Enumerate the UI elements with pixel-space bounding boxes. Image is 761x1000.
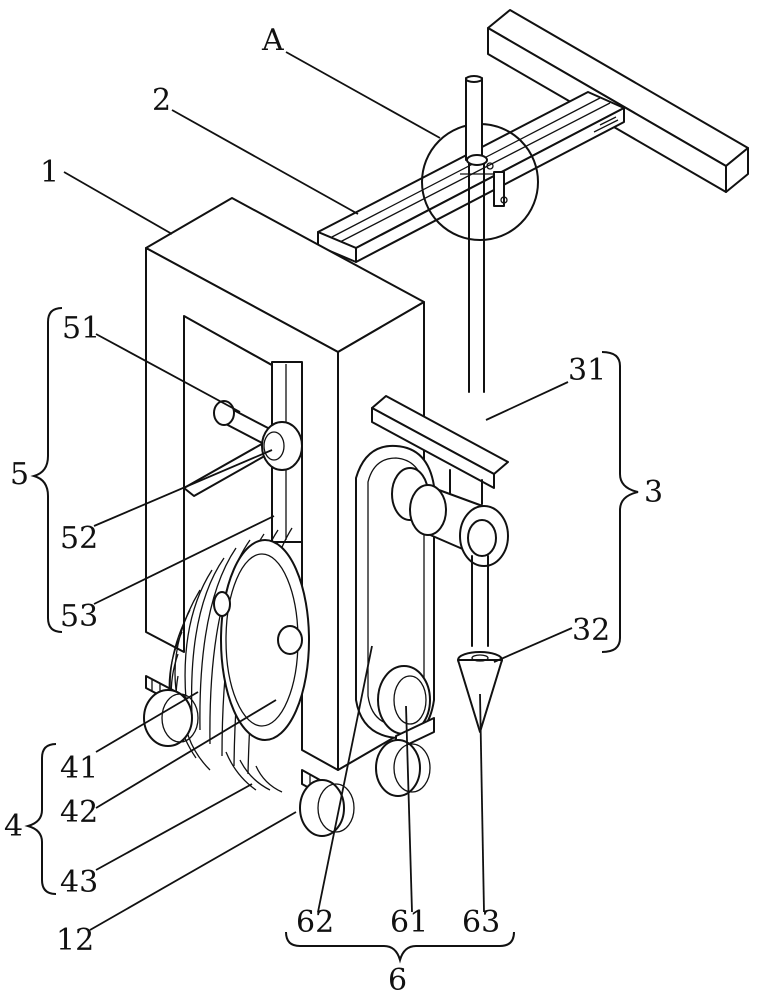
brush-wheel [168, 527, 310, 793]
label-41: 41 [60, 751, 98, 786]
label-53: 53 [60, 599, 98, 634]
guide-rail [317, 91, 625, 263]
label-32: 32 [572, 613, 610, 648]
label-63: 63 [462, 905, 500, 940]
brace-5 [30, 307, 63, 633]
motor-assembly [371, 395, 509, 647]
labels: A 2 1 51 5 52 53 31 3 32 41 4 42 43 12 6… [4, 23, 663, 998]
label-a: A [261, 23, 284, 58]
label-52: 52 [60, 521, 98, 556]
label-5: 5 [10, 457, 29, 492]
label-2: 2 [152, 83, 171, 118]
label-61: 61 [390, 905, 428, 940]
brace-6 [285, 931, 515, 964]
label-1: 1 [40, 155, 59, 190]
brace-3 [601, 351, 639, 653]
vertical-rod [460, 75, 508, 393]
braces [24, 307, 639, 964]
label-12: 12 [56, 923, 94, 958]
label-6: 6 [388, 963, 407, 998]
label-42: 42 [60, 795, 98, 830]
label-3: 3 [644, 475, 663, 510]
label-62: 62 [296, 905, 334, 940]
leader-lines [63, 51, 573, 931]
label-31: 31 [568, 353, 606, 388]
label-4: 4 [4, 809, 23, 844]
brace-4 [24, 743, 57, 895]
label-43: 43 [60, 865, 98, 900]
label-51: 51 [62, 311, 100, 346]
